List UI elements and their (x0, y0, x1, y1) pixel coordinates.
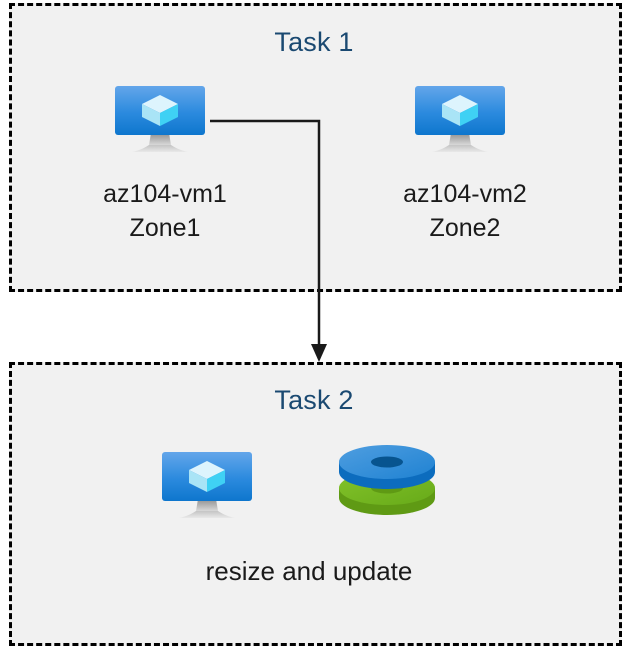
vm2-label: az104-vm2 Zone2 (403, 180, 527, 242)
task2-action-label: resize and update (205, 556, 413, 586)
azure-managed-disks-icon (335, 444, 439, 522)
task1-title: Task 1 (274, 27, 354, 57)
azure-virtual-machine-icon (410, 81, 510, 156)
task2-title: Task 2 (274, 385, 354, 415)
azure-virtual-machine-icon (157, 447, 257, 522)
azure-virtual-machine-icon (110, 81, 210, 156)
task2-container (9, 362, 622, 646)
vm1-label: az104-vm1 Zone1 (103, 180, 227, 242)
